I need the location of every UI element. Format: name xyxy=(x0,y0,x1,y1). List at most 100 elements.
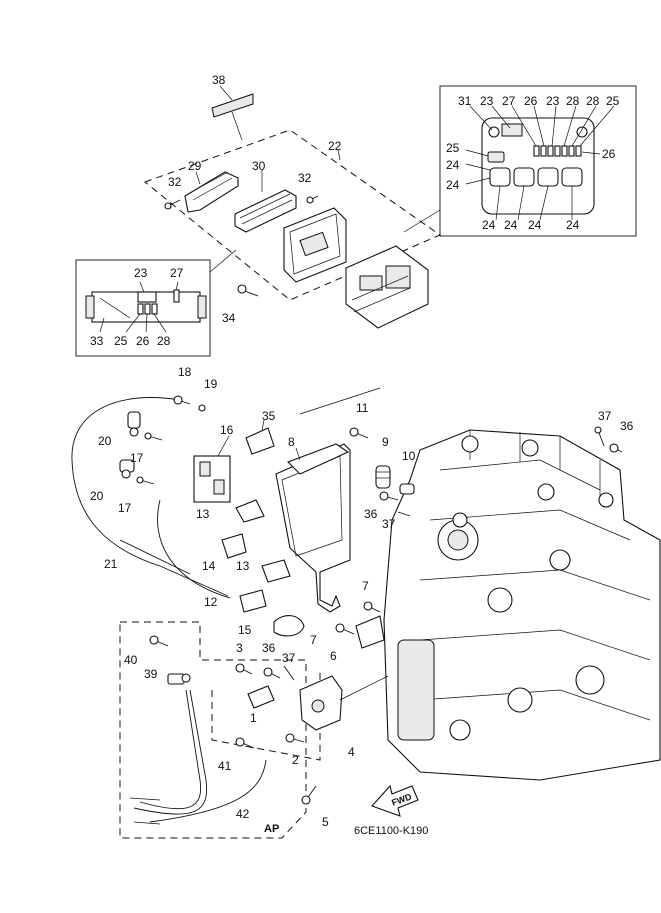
wiring-and-brackets xyxy=(71,387,623,649)
bracket-16 xyxy=(193,455,231,503)
clamp-14 xyxy=(221,533,247,559)
inset-right-label-26: 26 xyxy=(602,147,616,161)
inset-right-bottom-0: 24 xyxy=(482,218,496,232)
bolt-36-mid xyxy=(379,491,399,501)
callout-17-lower: 17 xyxy=(118,501,132,515)
callout-37-lower: 37 xyxy=(282,651,296,665)
screw-34 xyxy=(237,284,259,297)
clamp-12 xyxy=(239,589,267,613)
inset-right-frame xyxy=(439,85,637,237)
inset-right-bottom-1: 24 xyxy=(504,218,518,232)
inset-right-top-7: 25 xyxy=(606,94,620,108)
callout-32-right: 32 xyxy=(298,171,312,185)
callout-36-right: 36 xyxy=(620,419,634,433)
inset-left-label-27: 27 xyxy=(170,266,184,280)
callout-15: 15 xyxy=(238,623,252,637)
callout-4: 4 xyxy=(348,745,355,759)
clamp-15 xyxy=(273,615,305,637)
inset-left-frame xyxy=(75,259,211,357)
cable-42 xyxy=(139,689,202,810)
callout-37-right: 37 xyxy=(598,409,612,423)
terminal-39 xyxy=(167,673,191,685)
bolt-17-upper xyxy=(144,432,163,441)
callout-7-upper: 7 xyxy=(362,579,369,593)
callout-17-upper: 17 xyxy=(130,451,144,465)
fwd-arrow: FWD xyxy=(371,784,419,817)
callouts: 38 22 29 30 32 32 34 18 19 35 16 8 11 9 … xyxy=(90,73,634,829)
bolt-17-lower xyxy=(136,476,155,485)
callout-35: 35 xyxy=(262,409,276,423)
inset-left: 23 27 33 25 26 28 xyxy=(75,249,237,357)
callout-36-lower: 36 xyxy=(262,641,276,655)
bolt-18 xyxy=(173,395,191,405)
screw-32-left xyxy=(164,199,181,210)
callout-22: 22 xyxy=(328,139,342,153)
inset-right-top-2: 27 xyxy=(502,94,516,108)
inset-right-bottom-2: 24 xyxy=(528,218,542,232)
inset-right-label-24b: 24 xyxy=(446,178,460,192)
engine-block xyxy=(383,429,661,781)
sensor-10 xyxy=(399,483,415,495)
inset-left-label-25: 25 xyxy=(114,334,128,348)
bracket-8 xyxy=(275,443,351,613)
callout-10: 10 xyxy=(402,449,416,463)
callout-40: 40 xyxy=(124,653,138,667)
coil-9 xyxy=(375,465,391,489)
inset-left-label-33: 33 xyxy=(90,334,104,348)
screw-32-right xyxy=(306,195,319,204)
callout-36-mid: 36 xyxy=(364,507,378,521)
boot-35 xyxy=(245,427,275,455)
bolt-3 xyxy=(235,663,253,675)
callout-16: 16 xyxy=(220,423,234,437)
ap-group xyxy=(119,621,389,839)
callout-20-upper: 20 xyxy=(98,434,112,448)
washer-19 xyxy=(198,404,206,412)
callout-18: 18 xyxy=(178,365,192,379)
clamp-13-lower xyxy=(261,559,291,583)
callout-37-mid: 37 xyxy=(382,517,396,531)
sensor-20-lower xyxy=(119,459,135,479)
callout-3: 3 xyxy=(236,641,243,655)
callout-7-lower: 7 xyxy=(310,633,317,647)
callout-8: 8 xyxy=(288,435,295,449)
callout-32-left: 32 xyxy=(168,175,182,189)
inset-right-top-4: 23 xyxy=(546,94,560,108)
callout-12: 12 xyxy=(204,595,218,609)
bolt-7-lower xyxy=(335,623,355,635)
ecu-group xyxy=(143,85,442,329)
callout-19: 19 xyxy=(204,377,218,391)
pin-37-mid xyxy=(397,511,411,517)
callout-11: 11 xyxy=(356,401,369,415)
bolt-36-right xyxy=(609,443,623,453)
diagram-code: 6CE1100-K190 xyxy=(354,825,428,837)
callout-14: 14 xyxy=(202,559,216,573)
bolt-40 xyxy=(149,635,169,647)
bracket-29 xyxy=(184,171,239,213)
inset-right-top-6: 28 xyxy=(586,94,600,108)
relay-1 xyxy=(247,685,275,709)
inset-right-top-3: 26 xyxy=(524,94,538,108)
pin-37-right xyxy=(594,426,605,447)
sensor-20-upper xyxy=(127,411,141,437)
inset-right-pins xyxy=(533,145,582,157)
callout-21: 21 xyxy=(104,557,118,571)
bolt-41 xyxy=(235,737,255,749)
callout-2: 2 xyxy=(292,753,299,767)
callout-34: 34 xyxy=(222,311,236,325)
inset-left-label-23: 23 xyxy=(134,266,148,280)
callout-13-lower: 13 xyxy=(236,559,250,573)
bolt-36-lower xyxy=(263,667,281,679)
inset-right-label-25: 25 xyxy=(446,141,460,155)
callout-39: 39 xyxy=(144,667,158,681)
pin-37-lower xyxy=(283,665,295,681)
callout-20-lower: 20 xyxy=(90,489,104,503)
label-card xyxy=(211,93,254,118)
callout-13-upper: 13 xyxy=(196,507,210,521)
callout-41: 41 xyxy=(218,759,232,773)
inset-right-top-1: 23 xyxy=(480,94,494,108)
clamp-13-upper xyxy=(235,499,265,523)
cover-30 xyxy=(234,189,297,233)
inset-right-top-5: 28 xyxy=(566,94,580,108)
bolt-7-upper xyxy=(363,601,381,613)
